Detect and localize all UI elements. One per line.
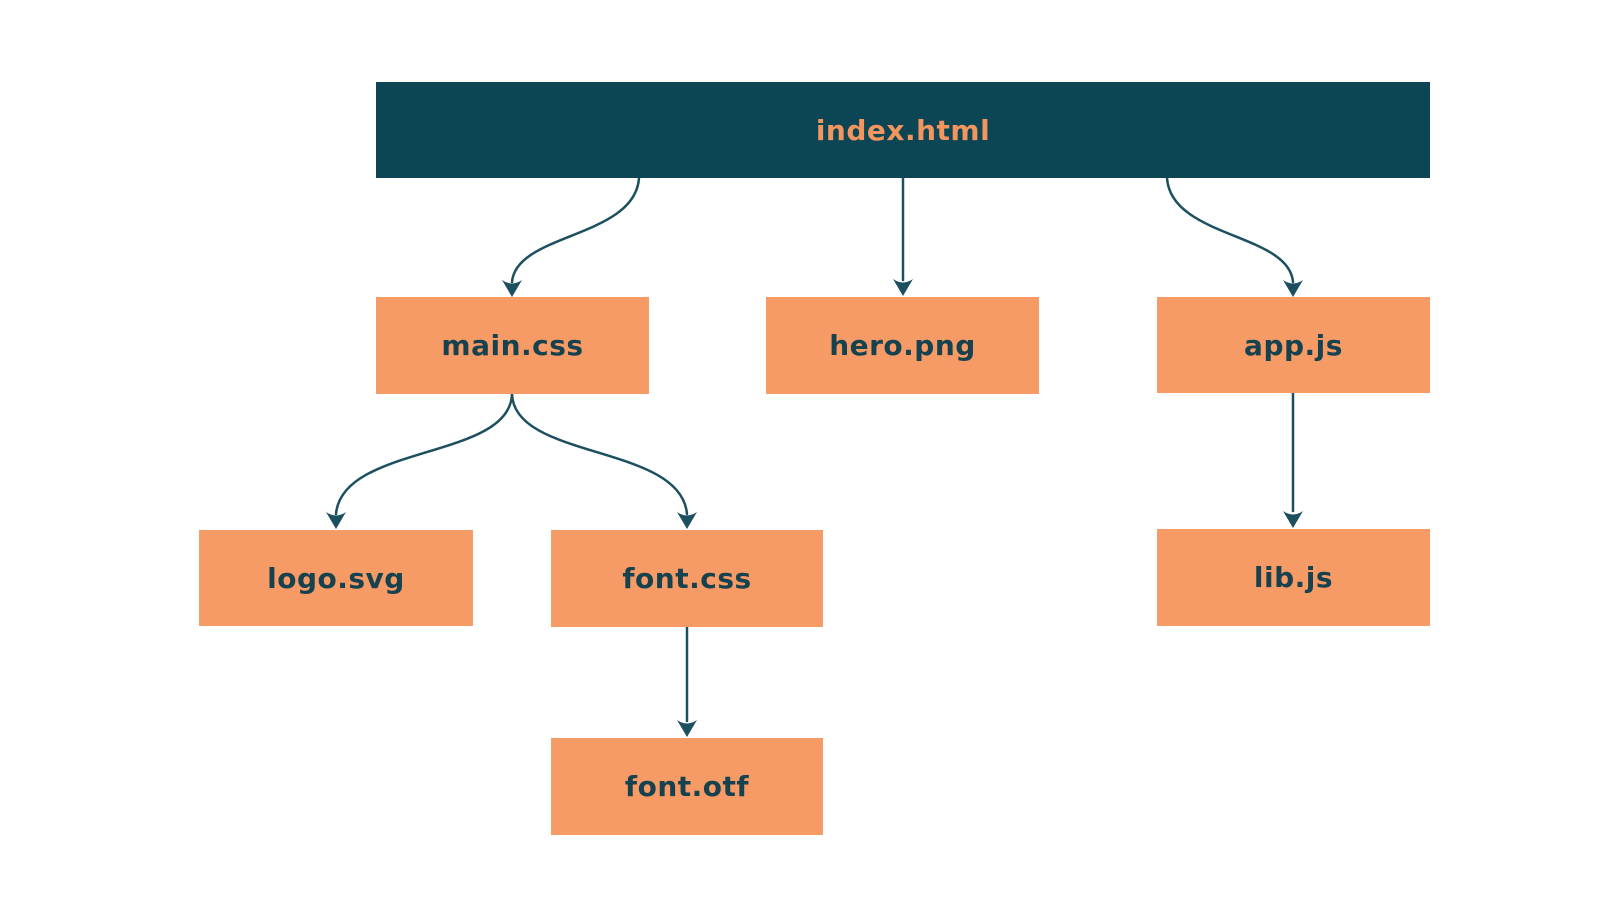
node-logo-svg: logo.svg xyxy=(199,530,473,626)
edge-main-to-logo xyxy=(326,392,514,529)
arrowhead-icon xyxy=(326,512,346,529)
edge-fontcss-to-fontotf xyxy=(677,625,697,737)
edge-index-to-main xyxy=(502,176,641,297)
arrowhead-icon xyxy=(677,720,697,737)
node-hero-png: hero.png xyxy=(766,297,1039,394)
node-font-css: font.css xyxy=(551,530,823,627)
node-label: logo.svg xyxy=(267,561,405,595)
arrowhead-icon xyxy=(1283,280,1303,297)
edge-index-to-hero xyxy=(893,176,913,296)
node-label: font.otf xyxy=(624,770,750,803)
node-lib-js: lib.js xyxy=(1157,529,1430,626)
node-label: main.css xyxy=(441,329,584,362)
node-main-css: main.css xyxy=(376,297,649,394)
edge-line xyxy=(510,176,641,284)
node-label: lib.js xyxy=(1253,561,1334,594)
arrowhead-icon xyxy=(677,512,697,529)
node-label: app.js xyxy=(1244,328,1343,362)
edge-line xyxy=(1165,176,1295,284)
edge-main-to-fontcss xyxy=(510,392,697,529)
node-label: font.css xyxy=(622,562,752,595)
node-font-otf: font.otf xyxy=(551,738,823,835)
node-label: index.html xyxy=(815,113,991,147)
arrowhead-icon xyxy=(1283,511,1303,528)
arrowhead-icon xyxy=(893,279,913,296)
node-label: hero.png xyxy=(829,329,976,362)
edge-line xyxy=(510,392,689,516)
node-app-js: app.js xyxy=(1157,297,1430,393)
edge-app-to-lib xyxy=(1283,391,1303,528)
arrowhead-icon xyxy=(502,280,522,297)
edge-index-to-app xyxy=(1165,176,1303,297)
node-index-html: index.html xyxy=(376,82,1430,178)
edge-line xyxy=(334,392,514,516)
